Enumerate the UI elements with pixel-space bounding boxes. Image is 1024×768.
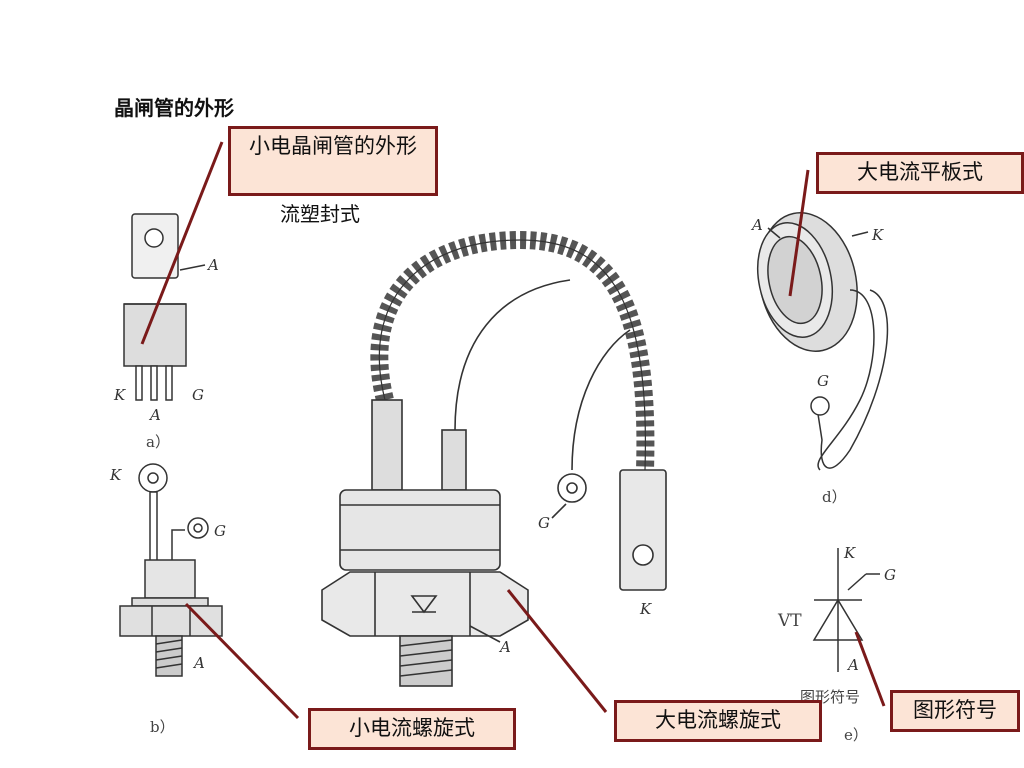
fig-e-label-K: K xyxy=(843,544,856,562)
callout-large-screw: 大电流螺旋式 xyxy=(614,700,822,742)
callout-leader-lines xyxy=(140,141,886,720)
fig-c-large-screw xyxy=(321,230,667,687)
fig-a-label-K: K xyxy=(113,386,126,404)
fig-a-plastic-package xyxy=(123,213,206,401)
callout-small-outline: 小电晶闸管的外形 xyxy=(228,126,438,196)
fig-b-small-screw xyxy=(119,463,223,677)
fig-b-label-A: A xyxy=(192,654,205,672)
fig-d-label-K: K xyxy=(871,226,884,244)
fig-e-label-G: G xyxy=(884,566,896,584)
fig-e-symbol xyxy=(812,548,880,672)
fig-d-label-A: A xyxy=(750,216,763,234)
fig-e-label-A: A xyxy=(846,656,859,674)
fig-c-label-G: G xyxy=(538,514,550,532)
fig-c-label-A: A xyxy=(498,638,511,656)
fig-b-label-K: K xyxy=(109,466,122,484)
fig-e-label-VT: VT xyxy=(777,611,802,631)
fig-a-label-A: A xyxy=(206,256,219,274)
callout-large-flat: 大电流平板式 xyxy=(816,152,1024,194)
fig-d-label-G: G xyxy=(817,372,829,390)
fig-b-label-G: G xyxy=(214,522,226,540)
fig-d-flat-package xyxy=(757,212,889,471)
fig-a-caption: a） xyxy=(146,433,170,451)
fig-a-label-G: G xyxy=(192,386,204,404)
fig-a-label-A2: A xyxy=(148,406,161,424)
fig-c-label-K: K xyxy=(639,600,652,618)
callout-small-screw: 小电流螺旋式 xyxy=(308,708,516,750)
page-title: 晶闸管的外形 xyxy=(114,96,234,120)
subtitle-plastic-package: 流塑封式 xyxy=(280,202,360,226)
callout-symbol: 图形符号 xyxy=(890,690,1020,732)
fig-d-caption: d） xyxy=(822,488,847,506)
fig-e-caption: e） xyxy=(844,726,868,744)
fig-b-caption: b） xyxy=(150,718,175,736)
